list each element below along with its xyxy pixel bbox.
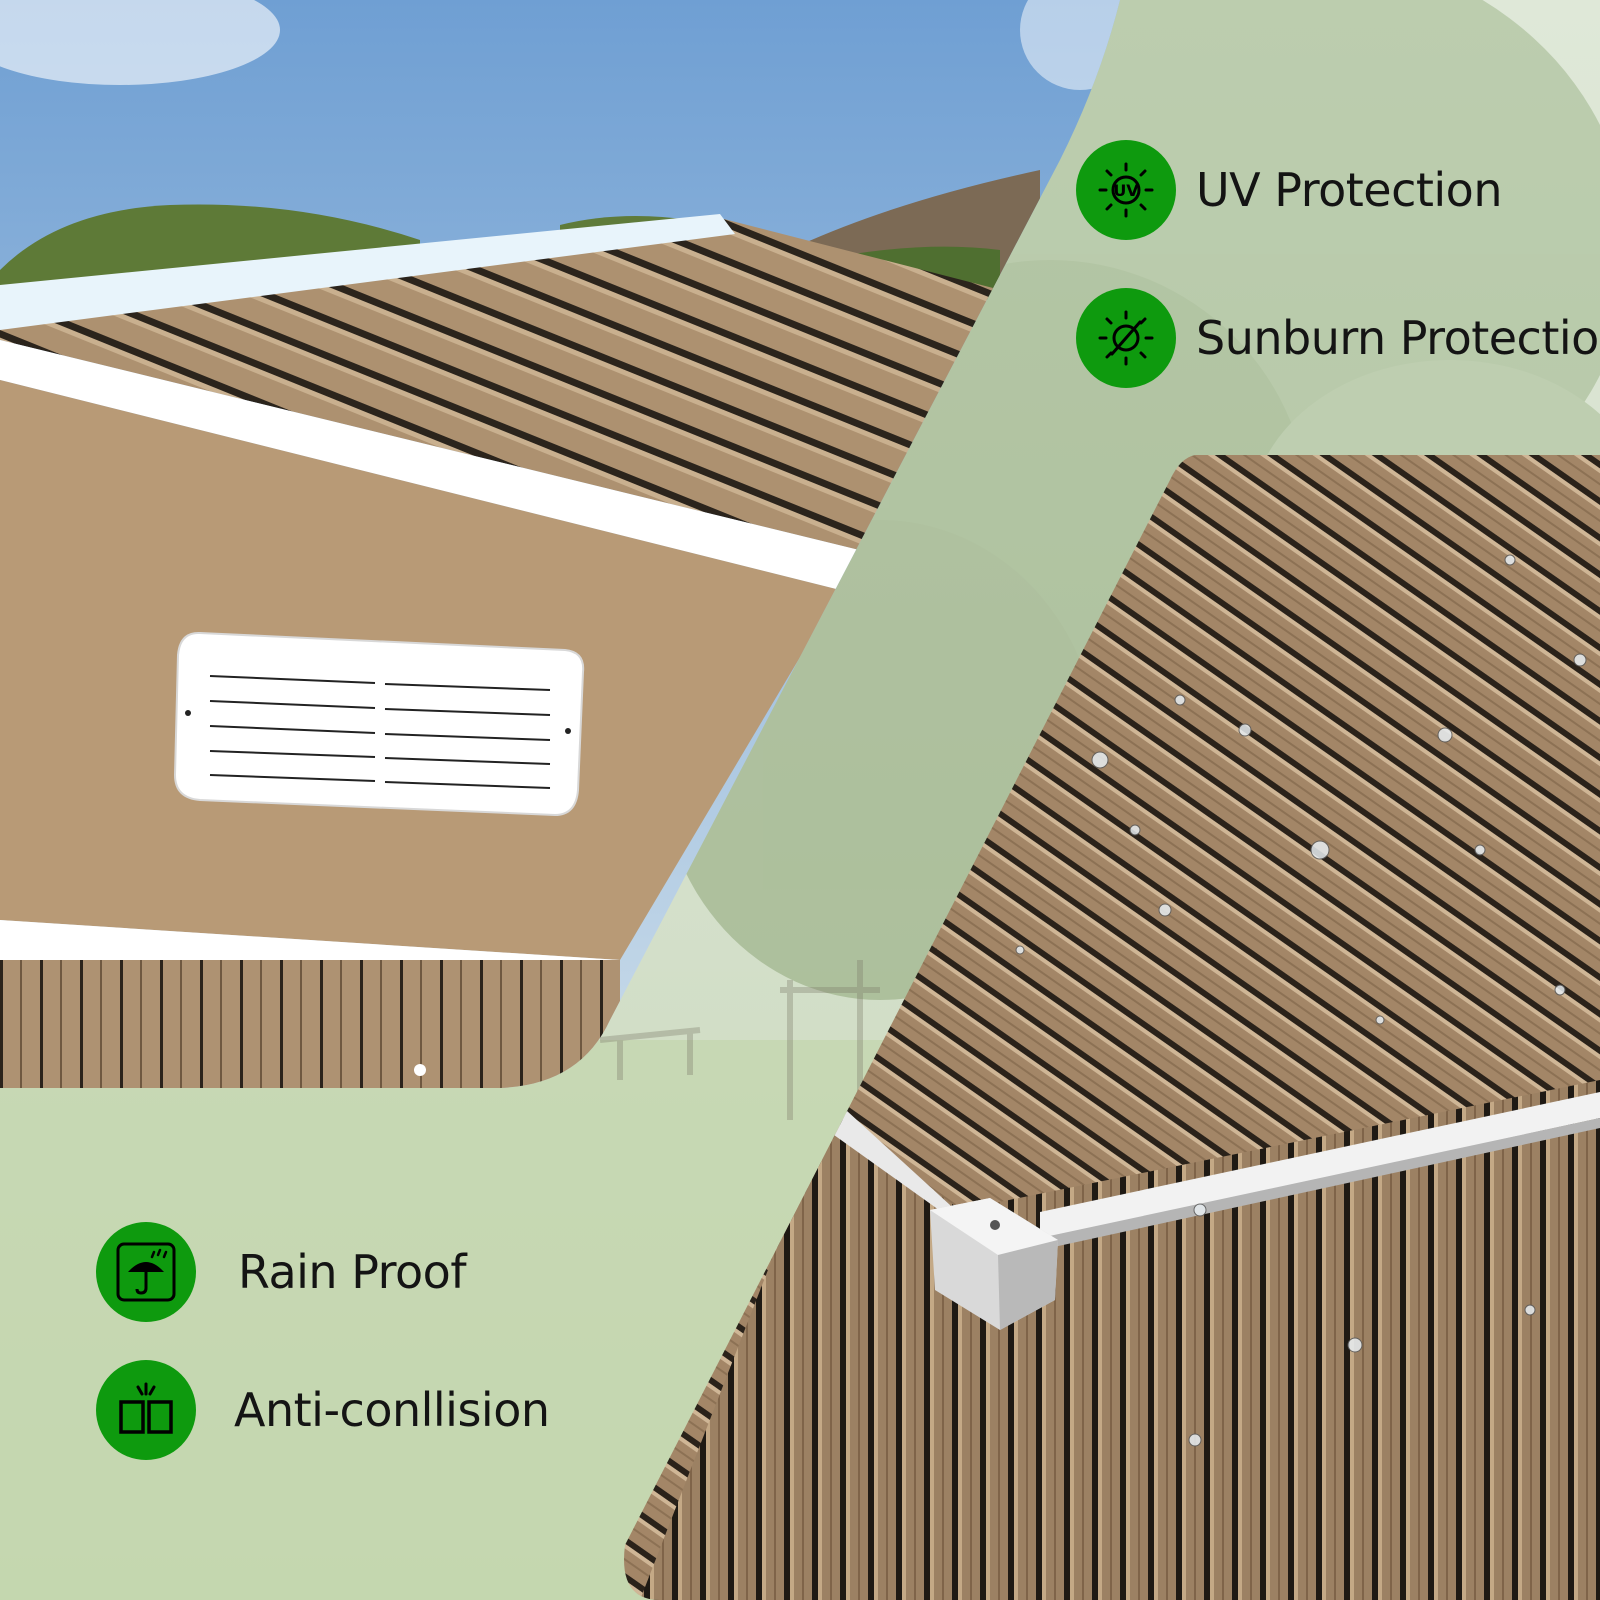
anti-collision-label: Anti-conllision <box>234 1383 550 1437</box>
sunburn-badge <box>1076 288 1176 388</box>
uv-sun-icon: UV <box>1098 162 1154 218</box>
uv-badge: UV <box>1076 140 1176 240</box>
collision-badge <box>96 1360 196 1460</box>
feature-uv-protection: UV UV Protection <box>1076 140 1502 240</box>
vent-grille <box>173 631 585 817</box>
corner-cap <box>930 1198 1058 1330</box>
no-sun-icon <box>1098 310 1154 366</box>
playground-frame <box>599 960 880 1120</box>
water-droplets <box>1015 554 1587 1447</box>
umbrella-rain-icon <box>116 1242 176 1302</box>
rain-proof-label: Rain Proof <box>238 1245 467 1299</box>
svg-text:UV: UV <box>1113 181 1139 200</box>
feature-sunburn-protection: Sunburn Protection <box>1076 288 1600 388</box>
impact-box-icon <box>119 1382 173 1434</box>
uv-protection-label: UV Protection <box>1196 163 1502 217</box>
rain-badge <box>96 1222 196 1322</box>
feature-anti-collision: Anti-conllision <box>96 1360 550 1460</box>
feature-rain-proof: Rain Proof <box>96 1222 467 1322</box>
sunburn-protection-label: Sunburn Protection <box>1196 311 1600 365</box>
